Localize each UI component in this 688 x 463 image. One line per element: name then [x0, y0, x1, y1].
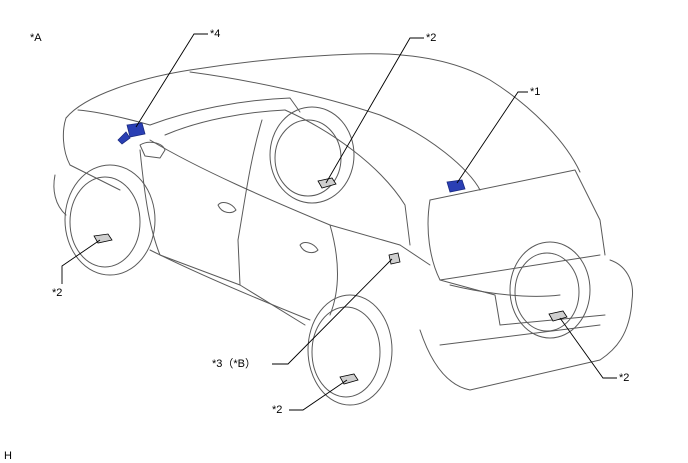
valve-front-left [93, 233, 113, 244]
corner-mark: H [4, 450, 12, 462]
callout-part4: *4 [210, 28, 221, 40]
leader-part3 [272, 258, 393, 365]
callout-part2-rear-bottom: *2 [272, 404, 283, 416]
callout-part2-spare: *2 [619, 372, 630, 384]
leader-part4 [135, 33, 208, 128]
callout-part2-rear-inner: *2 [426, 32, 437, 44]
leader-part1 [456, 91, 528, 184]
wheels [64, 106, 591, 406]
highlighted-parts [117, 122, 466, 193]
leader-part2-spare [559, 317, 617, 379]
callout-part2-front-left: *2 [52, 287, 63, 299]
view-label: *A [30, 32, 42, 44]
rear-inner-wheel [269, 106, 355, 204]
leader-lines [61, 33, 617, 411]
part-1-receiver [446, 179, 466, 193]
part-4-ecu [126, 122, 146, 138]
leader-part2-rear-inner [325, 37, 424, 184]
callout-part3: *3（*B） [212, 358, 257, 370]
part-4-bracket [117, 131, 131, 145]
tire-pressure-valves [93, 177, 568, 385]
callout-part1: *1 [530, 86, 541, 98]
rear-bottom-wheel [307, 294, 393, 406]
part-3-connector [388, 252, 401, 265]
leader-part2-front-left [61, 239, 101, 284]
spare-tire [509, 241, 591, 339]
car-body-outline [53, 53, 634, 391]
valve-spare [548, 310, 568, 322]
leader-part2-rear-bottom [289, 379, 348, 411]
valve-rear-inner [317, 177, 337, 189]
front-left-wheel [64, 164, 156, 276]
